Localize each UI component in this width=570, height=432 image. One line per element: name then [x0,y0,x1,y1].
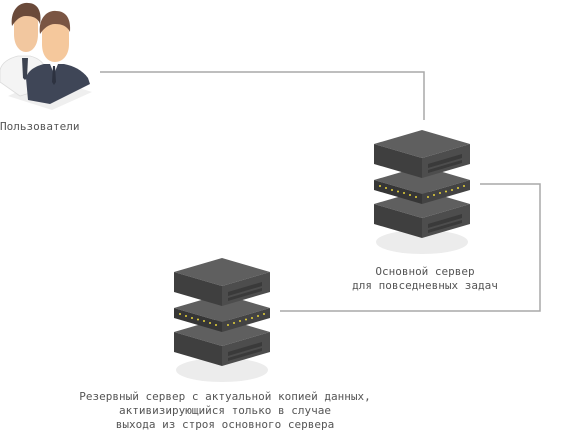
main-server-icon [374,130,470,254]
main-server-label: Основной сервер для повседневных задач [352,265,498,292]
backup-server-label: Резервный сервер с актуальной копией дан… [79,390,371,431]
users-to-main-connector [100,71,425,120]
main-server-shadow [376,230,468,254]
users-label: Пользователи [0,120,80,133]
backup-server-shadow [176,358,268,382]
user-front-figure [26,10,90,104]
backup-server-icon [174,258,270,382]
main-to-backup-connector [280,183,541,312]
users-icon [0,2,92,110]
connectors [100,71,541,312]
